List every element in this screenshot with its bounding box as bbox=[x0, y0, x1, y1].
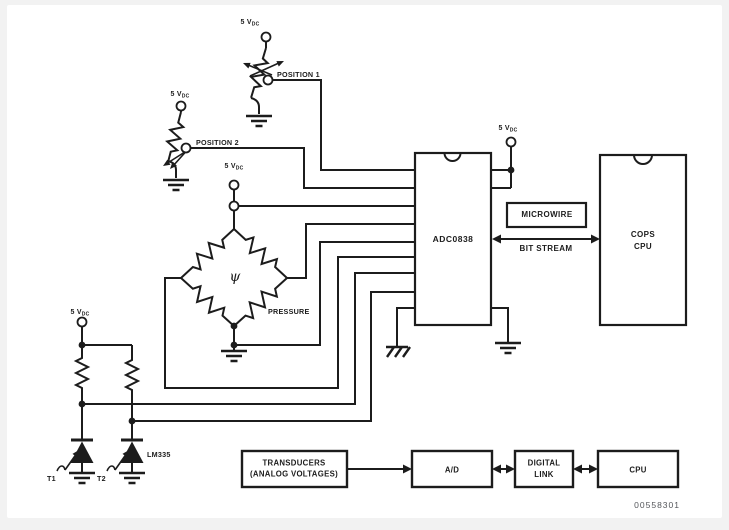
ad-box bbox=[410, 449, 494, 489]
digital-link-box bbox=[513, 449, 575, 489]
bitstream-arrow-icon bbox=[492, 234, 600, 244]
t2-label: T2 bbox=[97, 474, 106, 483]
wire-t2-to-adc bbox=[132, 291, 415, 422]
arrow-right-icon bbox=[347, 464, 412, 474]
cops-label-line1: COPS bbox=[631, 230, 656, 239]
ad-label: A/D bbox=[445, 466, 459, 475]
supply-terminal bbox=[175, 100, 187, 112]
block-diagram: TRANSDUCERS (ANALOG VOLTAGES) A/D DIGITA… bbox=[240, 449, 680, 489]
cops-label-line2: CPU bbox=[634, 242, 652, 251]
wire-t1-to-adc bbox=[82, 272, 415, 405]
supply-terminal bbox=[76, 316, 88, 328]
potentiometer-resistor bbox=[165, 111, 186, 163]
wiper-terminal bbox=[180, 142, 192, 154]
adc0838-chip: ADC0838 5 VDC bbox=[384, 125, 523, 359]
pullup-resistor-t2 bbox=[123, 345, 141, 421]
pressure-symbol: ψ bbox=[229, 269, 241, 285]
cpu-box bbox=[596, 449, 680, 489]
temp-arrow-icon bbox=[106, 450, 129, 472]
microwire-link: MICROWIRE BIT STREAM bbox=[492, 201, 600, 253]
supply-terminal bbox=[505, 136, 517, 148]
supply-label: 5 VDC bbox=[499, 125, 518, 134]
transducers-label-line1: TRANSDUCERS bbox=[262, 459, 325, 468]
bridge-resistor bbox=[180, 228, 235, 279]
supply-label: 5 VDC bbox=[225, 163, 244, 172]
bitstream-label: BIT STREAM bbox=[520, 244, 573, 253]
lm335-diode-t1 bbox=[56, 404, 97, 485]
wiper-terminal bbox=[262, 74, 274, 86]
dip-notch-icon bbox=[633, 154, 653, 165]
supply-label: 5 VDC bbox=[241, 19, 260, 28]
wiper-arrows-icon bbox=[243, 61, 284, 77]
temp-arrow-icon bbox=[56, 450, 79, 472]
cops-cpu-chip: COPS CPU bbox=[598, 153, 688, 327]
bridge-resistor bbox=[233, 228, 288, 279]
potentiometer-resistor bbox=[248, 47, 270, 99]
supply-terminal bbox=[260, 31, 272, 43]
wire-bridge-bottom-to-adc bbox=[234, 241, 415, 346]
pressure-bridge: 5 VDC ψ PRESSURE bbox=[164, 163, 415, 389]
bridge-resistor bbox=[232, 277, 288, 328]
double-arrow-icon bbox=[492, 464, 515, 474]
pressure-label: PRESSURE bbox=[268, 307, 310, 316]
bridge-resistor bbox=[180, 277, 236, 328]
supply-label: 5 VDC bbox=[171, 91, 190, 100]
transducers-label-line2: (ANALOG VOLTAGES) bbox=[250, 470, 338, 479]
digital-link-label-line2: LINK bbox=[534, 470, 553, 479]
microwire-box bbox=[505, 201, 588, 229]
position1-label: POSITION 1 bbox=[277, 70, 320, 79]
position2-potentiometer: 5 VDC POSITION 2 bbox=[161, 91, 415, 192]
microwire-label: MICROWIRE bbox=[521, 210, 572, 219]
supply-label: 5 VDC bbox=[71, 309, 90, 318]
adc-label: ADC0838 bbox=[433, 234, 474, 244]
t1-label: T1 bbox=[47, 474, 56, 483]
figure-page bbox=[7, 5, 722, 518]
cpu-label: CPU bbox=[629, 466, 646, 475]
wire-bridge-right-to-adc bbox=[287, 223, 415, 279]
position2-label: POSITION 2 bbox=[196, 138, 239, 147]
lm335-diode-t2 bbox=[106, 421, 147, 485]
digital-link-label-line1: DIGITAL bbox=[528, 459, 561, 468]
wire-position1-to-adc bbox=[272, 79, 415, 171]
temperature-sensors: 5 VDC bbox=[47, 272, 415, 485]
wire-position2-to-adc bbox=[190, 147, 415, 189]
lm335-label: LM335 bbox=[147, 450, 171, 459]
bridge-top-terminal bbox=[228, 200, 240, 212]
pullup-resistor-t1 bbox=[73, 345, 91, 404]
wire-bridge-left-to-adc bbox=[164, 256, 415, 389]
part-number: 00558301 bbox=[634, 500, 680, 510]
dip-notch-icon bbox=[443, 152, 462, 162]
double-arrow-icon bbox=[573, 464, 598, 474]
position1-potentiometer: 5 VDC POSITION 1 bbox=[241, 19, 415, 171]
supply-terminal bbox=[228, 179, 240, 191]
